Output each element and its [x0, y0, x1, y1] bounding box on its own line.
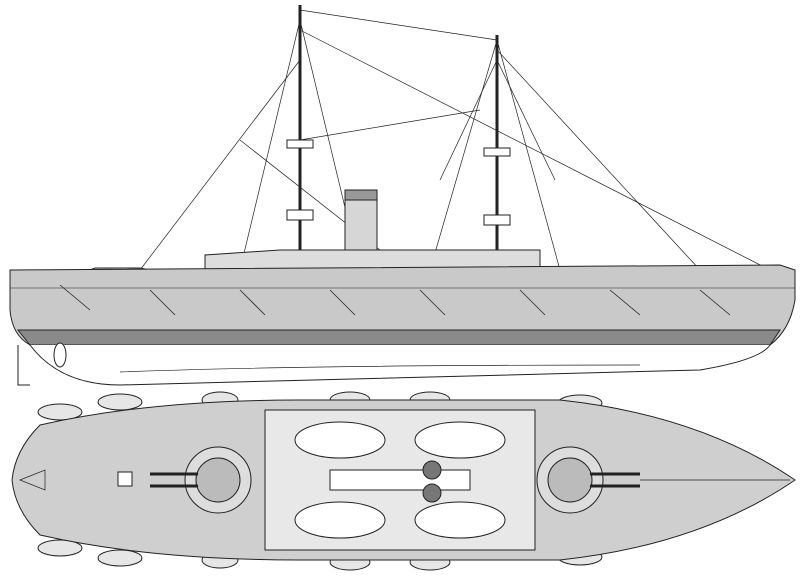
funnel-top: [422, 460, 442, 480]
fore-barbette: [536, 446, 640, 514]
propeller: [53, 342, 67, 368]
plan-view: [11, 391, 796, 571]
underwater-hull: [29, 344, 771, 386]
boot-topping: [16, 329, 781, 346]
rigging: [139, 9, 771, 271]
aft-barbette: [150, 446, 252, 514]
profile-view: [9, 5, 796, 386]
